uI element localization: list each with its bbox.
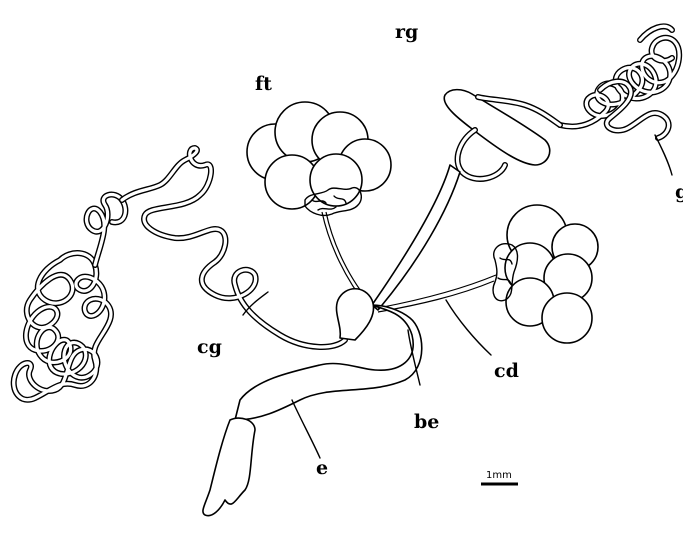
label-ft: ft	[255, 73, 272, 95]
scale-bar-label: 1mm	[486, 470, 512, 481]
label-rg: rg	[395, 21, 418, 43]
label-g: g	[675, 181, 683, 203]
label-be: be	[414, 411, 439, 433]
fat-body-lower	[493, 205, 598, 343]
label-e: e	[316, 457, 328, 479]
scale-bar: 1mm	[481, 470, 518, 484]
ejaculatory-duct	[203, 289, 422, 516]
label-cg: cg	[197, 336, 222, 358]
left-coiled-gland	[14, 195, 126, 400]
fat-body-upper	[247, 102, 391, 215]
label-cd: cd	[494, 360, 519, 382]
right-coiled-gland	[560, 26, 679, 138]
